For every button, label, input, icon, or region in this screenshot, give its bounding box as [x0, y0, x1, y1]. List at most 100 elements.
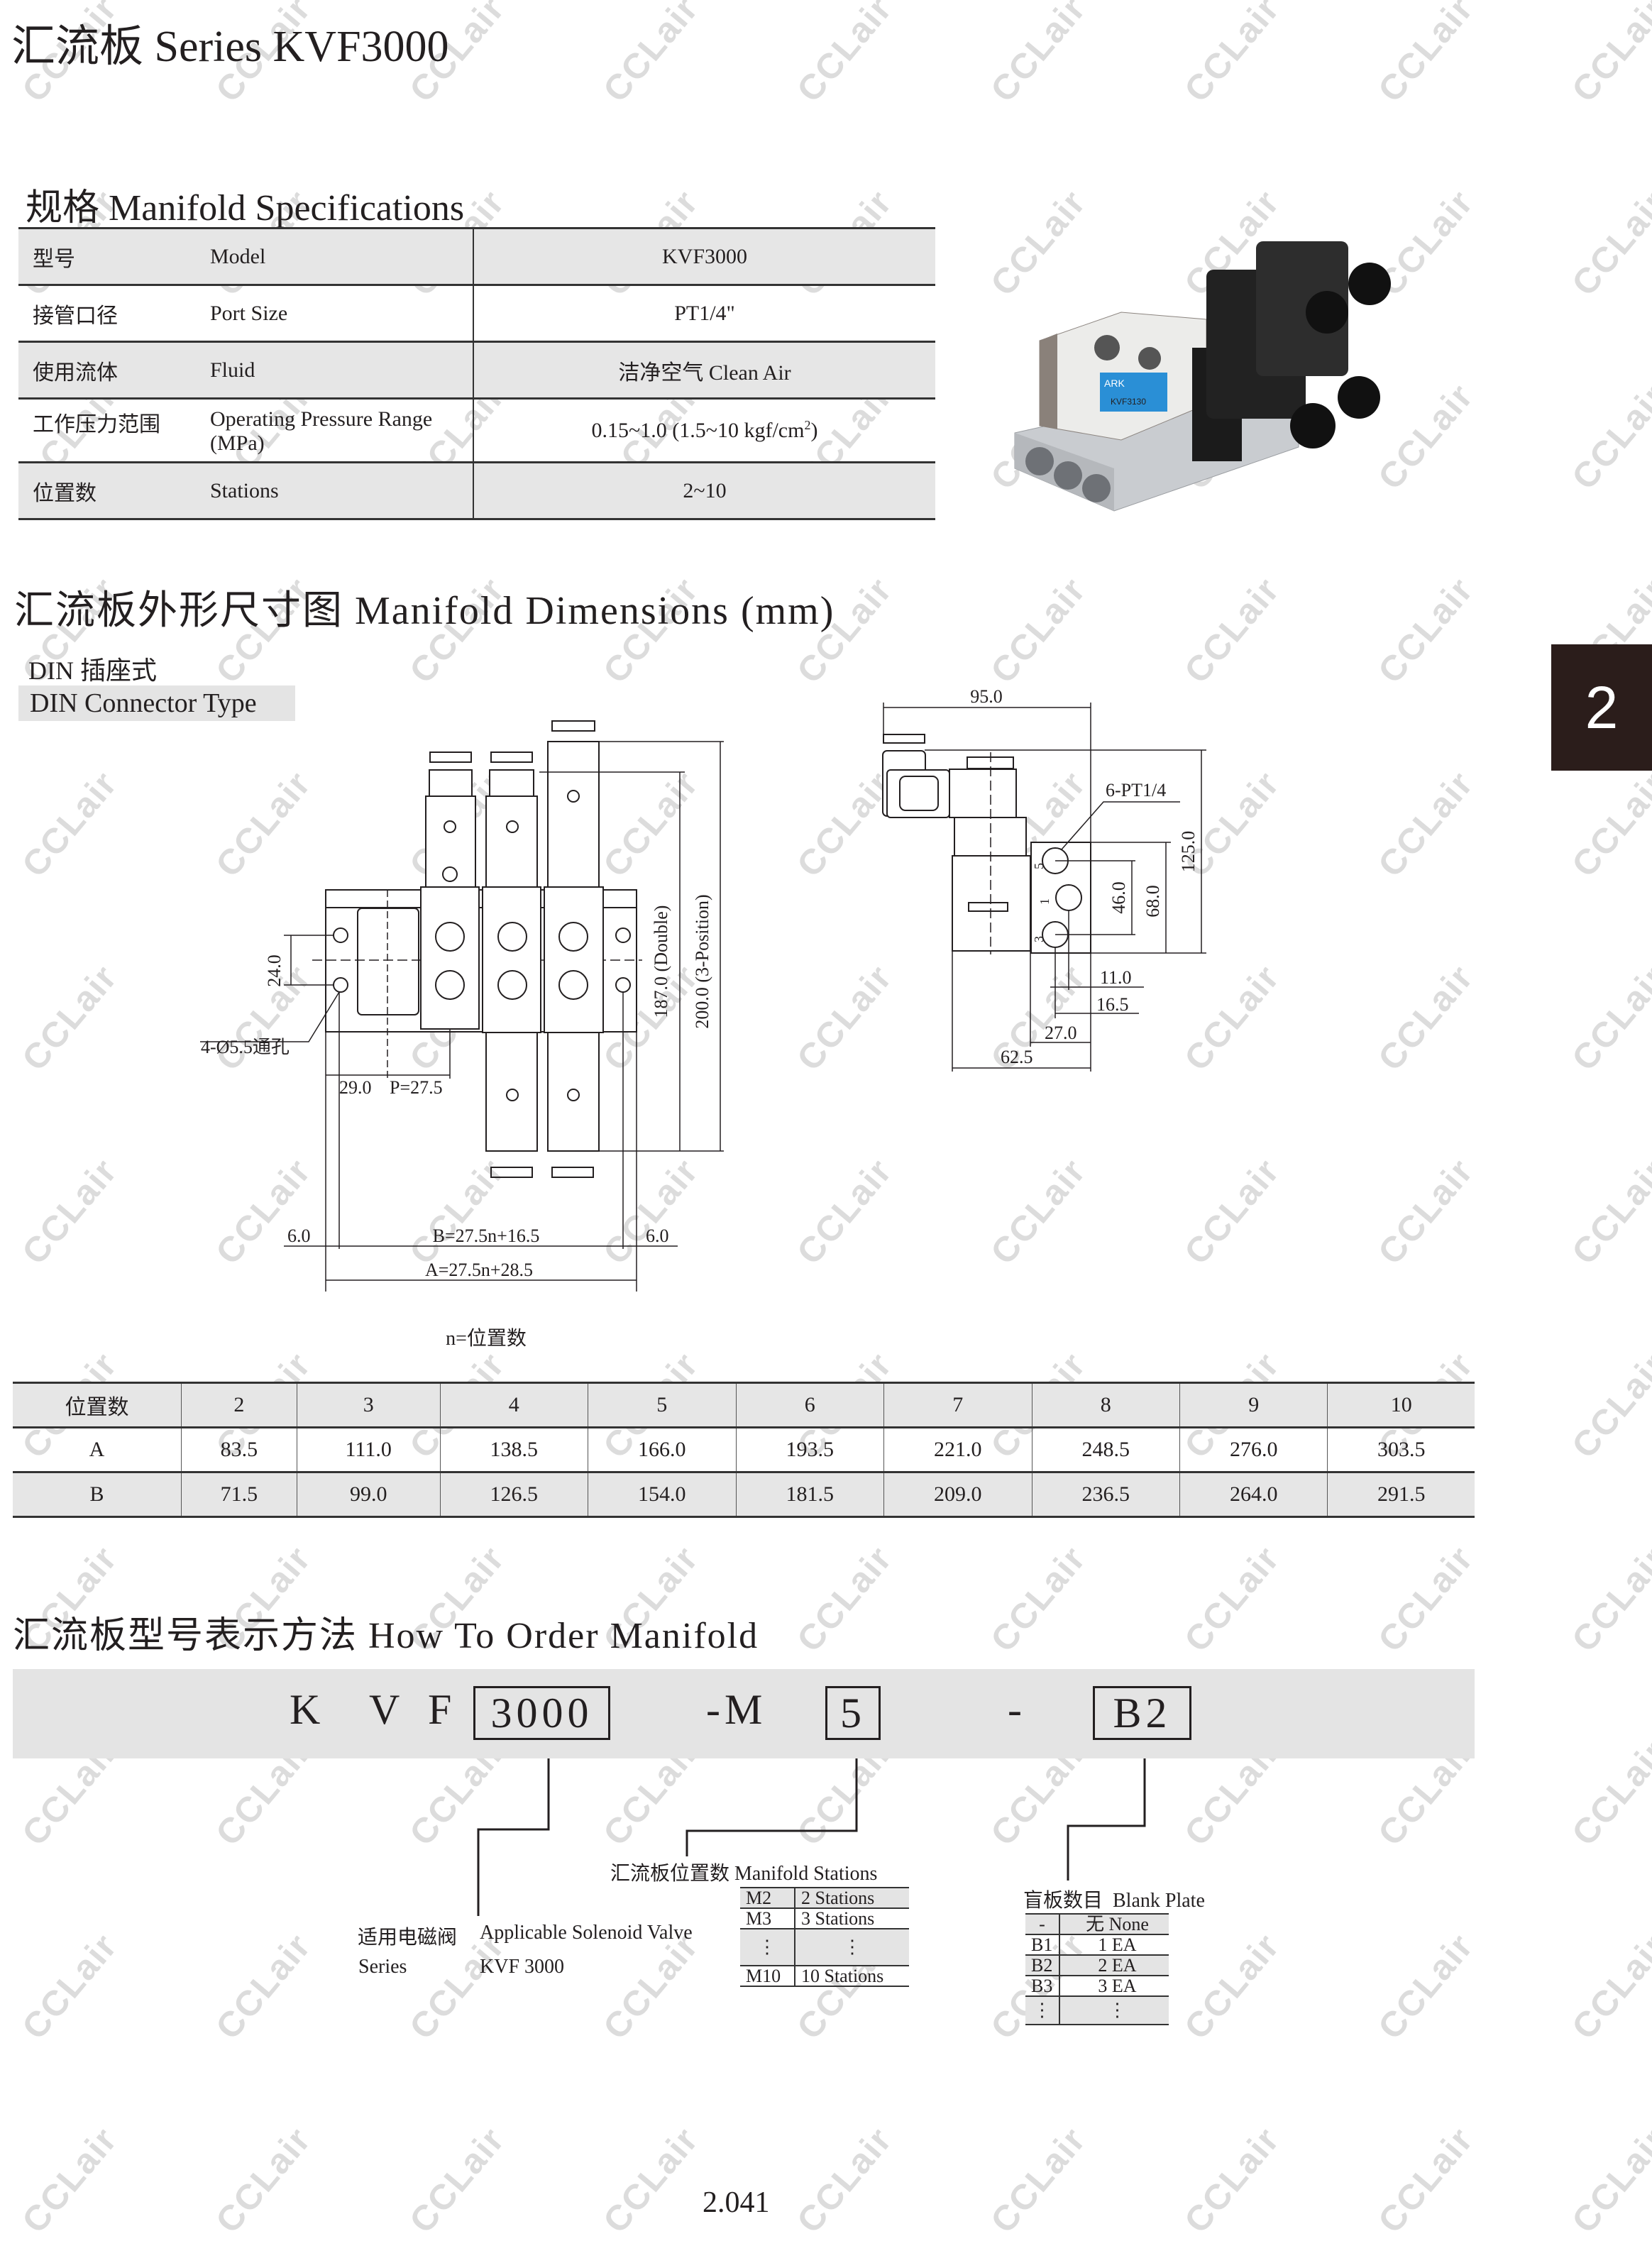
- code-blank-box: B2: [1093, 1686, 1191, 1740]
- station-desc: 3 Stations: [794, 1907, 909, 1929]
- blank-desc: 无 None: [1059, 1913, 1169, 1935]
- cell: 248.5: [1031, 1426, 1180, 1473]
- watermark: CCLair: [595, 2119, 706, 2241]
- spec-row: 工作压力范围 Operating Pressure Range (MPa) 0.…: [18, 397, 935, 463]
- blank-code: B2: [1025, 1954, 1059, 1976]
- cell: 264.0: [1179, 1471, 1328, 1518]
- station-desc: ⋮: [794, 1928, 909, 1966]
- leader-stations: [685, 1758, 858, 1856]
- blank-desc: 2 EA: [1059, 1954, 1169, 1976]
- valve-label-cn: 适用电磁阀: [358, 1927, 458, 1949]
- series-label: Series: [358, 1956, 407, 1978]
- port-label-5: 5: [1032, 863, 1046, 869]
- cell: 5: [588, 1382, 737, 1428]
- cable-gland: [1348, 263, 1391, 305]
- specs-title: 规格 Manifold Specifications: [26, 188, 465, 228]
- leader-series: [477, 1758, 550, 1916]
- spec-value-end: ): [810, 419, 818, 442]
- spec-label-cn: 工作压力范围: [18, 397, 210, 463]
- dim-125: 125.0: [1178, 831, 1199, 873]
- watermark: CCLair: [1370, 2119, 1481, 2241]
- spec-label-en: Port Size: [210, 284, 473, 343]
- blank-code: B3: [1025, 1975, 1059, 1997]
- cell: 221.0: [883, 1426, 1032, 1473]
- spec-row: 型号 Model KVF3000: [18, 227, 935, 286]
- code-v: V: [369, 1686, 404, 1733]
- photo-model: KVF3130: [1111, 397, 1146, 407]
- cell: 3: [296, 1382, 441, 1428]
- dim-a-formula: A=27.5n+28.5: [425, 1260, 533, 1280]
- cable-gland: [1306, 291, 1348, 334]
- manual-override: [1290, 403, 1336, 448]
- watermark: CCLair: [982, 2119, 1094, 2241]
- port-label-3: 3: [1032, 936, 1046, 942]
- cell: 8: [1031, 1382, 1180, 1428]
- series-value: KVF 3000: [480, 1956, 565, 1978]
- blank-plate-title: 盲板数目 Blank Plate: [1023, 1890, 1205, 1912]
- spec-label-en: Model: [210, 227, 473, 286]
- side-dimension-lines: [883, 703, 1206, 1072]
- cell: 2: [181, 1382, 297, 1428]
- cell: 181.5: [735, 1471, 884, 1518]
- cell: 111.0: [296, 1426, 441, 1473]
- valve-1: [420, 751, 480, 1030]
- dim-29: 29.0: [339, 1077, 372, 1098]
- spec-value-sup: 2: [804, 418, 811, 432]
- valve-label-en: Applicable Solenoid Valve: [480, 1922, 693, 1944]
- blank-desc: 3 EA: [1059, 1975, 1169, 1997]
- dim-62-5: 62.5: [1001, 1047, 1033, 1067]
- cell: 6: [735, 1382, 884, 1428]
- din-connector: [1256, 241, 1348, 376]
- dim-mount-holes: 4-Ø5.5通孔: [201, 1037, 290, 1057]
- watermark: CCLair: [401, 2119, 512, 2241]
- spec-row: 位置数 Stations 2~10: [18, 461, 935, 520]
- valve-endcap: [1040, 334, 1057, 429]
- row-label: 位置数: [13, 1382, 182, 1428]
- dim-24: 24.0: [264, 954, 285, 987]
- spec-value-main: 0.15~1.0 (1.5~10 kgf/cm: [591, 419, 805, 442]
- order-code-band: [13, 1669, 1475, 1758]
- n-note: n=位置数: [446, 1327, 527, 1350]
- port-hole: [1025, 447, 1054, 475]
- cell: 303.5: [1327, 1426, 1475, 1473]
- cell: 193.5: [735, 1426, 884, 1473]
- dim-27: 27.0: [1045, 1023, 1077, 1043]
- spec-row: 接管口径 Port Size PT1/4": [18, 284, 935, 343]
- spec-label-en: Fluid: [210, 341, 473, 400]
- watermark: CCLair: [1176, 2119, 1287, 2241]
- row-label: A: [13, 1426, 182, 1473]
- valve-3: [544, 720, 604, 1178]
- specs-table: 型号 Model KVF3000 接管口径 Port Size PT1/4" 使…: [18, 227, 935, 520]
- blank-code: ⋮: [1025, 1995, 1059, 2025]
- blank-row: -无 None: [1025, 1913, 1169, 1935]
- port-hole: [1138, 347, 1161, 370]
- cell: 71.5: [181, 1471, 297, 1518]
- connector-window: [899, 776, 939, 811]
- cell: 138.5: [439, 1426, 588, 1473]
- station-code: M10: [740, 1965, 795, 1987]
- dim-11: 11.0: [1100, 967, 1132, 988]
- order-title: 汇流板型号表示方法 How To Order Manifold: [13, 1616, 759, 1656]
- blank-code: -: [1025, 1913, 1059, 1935]
- spec-value: KVF3000: [473, 227, 935, 286]
- port-hole: [1054, 461, 1082, 490]
- cell: 4: [439, 1382, 588, 1428]
- leader-blank: [1067, 1758, 1146, 1881]
- spec-value: 0.15~1.0 (1.5~10 kgf/cm2): [473, 397, 935, 463]
- spec-value: 洁净空气 Clean Air: [473, 341, 935, 400]
- cell: 99.0: [296, 1471, 441, 1518]
- watermark: CCLair: [13, 2119, 125, 2241]
- station-code: ⋮: [740, 1928, 795, 1966]
- stations-row: ⋮⋮: [740, 1928, 909, 1966]
- slot: [968, 902, 1008, 912]
- connector-type-cn: DIN 插座式: [28, 656, 157, 685]
- page-title: 汇流板 Series KVF3000: [11, 23, 449, 71]
- stations-title: 汇流板位置数 Manifold Stations: [610, 1863, 878, 1885]
- dim-b-formula: B=27.5n+16.5: [433, 1226, 540, 1246]
